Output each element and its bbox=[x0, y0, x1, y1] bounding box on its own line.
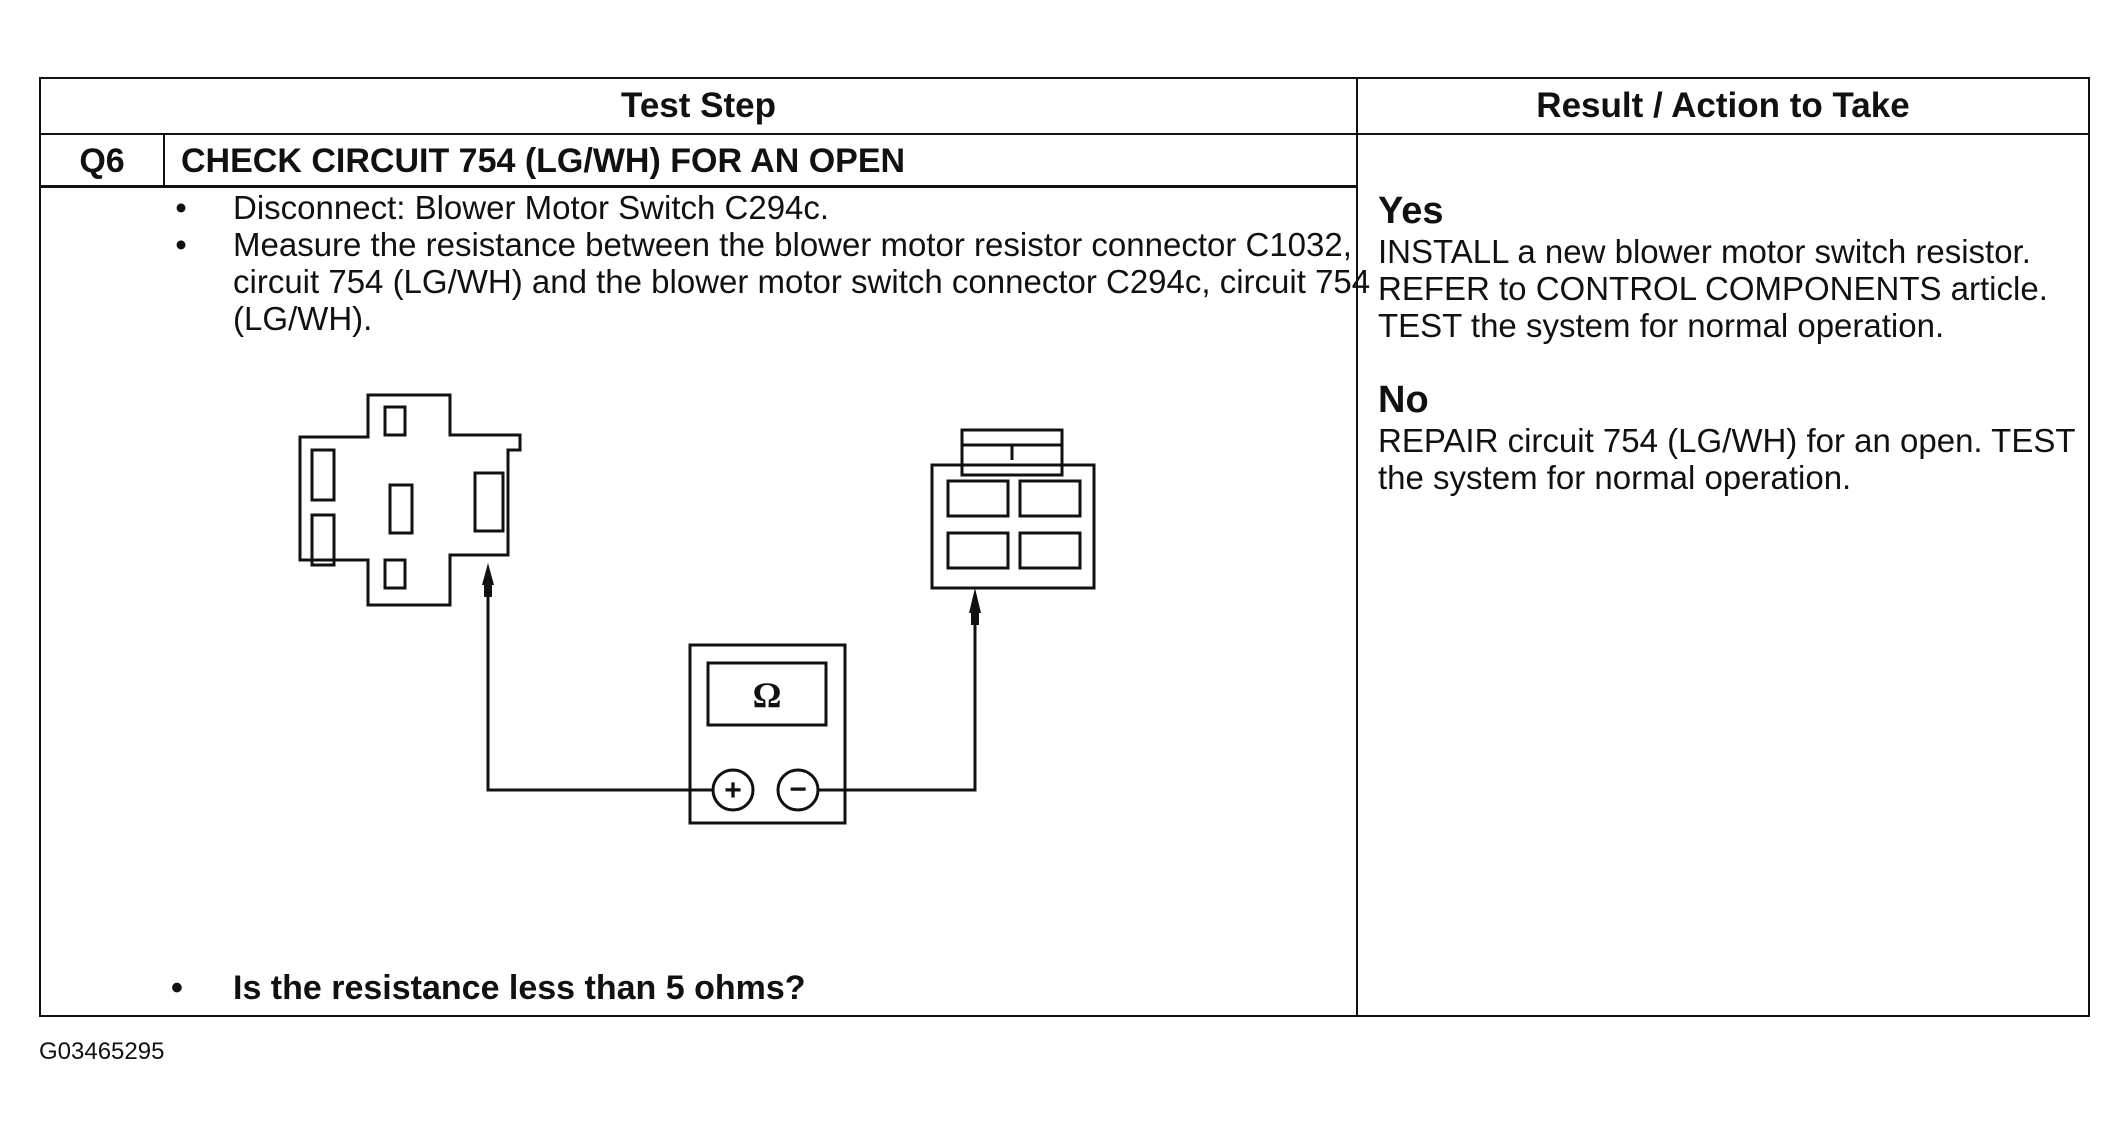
bullet-icon: • bbox=[175, 226, 187, 263]
positive-test-lead bbox=[486, 570, 713, 792]
instruction-text: Measure the resistance between the blowe… bbox=[233, 226, 1371, 337]
header-result-action: Result / Action to Take bbox=[1536, 86, 1910, 125]
result-column: Yes INSTALL a new blower motor switch re… bbox=[1378, 189, 2078, 530]
ohm-symbol: Ω bbox=[753, 675, 782, 715]
step-number-divider bbox=[163, 134, 165, 186]
question-text: Is the resistance less than 5 ohms? bbox=[233, 969, 806, 1007]
instruction-item: • Disconnect: Blower Motor Switch C294c. bbox=[171, 189, 1371, 226]
result-yes-action: INSTALL a new blower motor switch resist… bbox=[1378, 233, 2048, 344]
test-step-table: Test Step Result / Action to Take Q6 CHE… bbox=[39, 77, 2090, 1017]
step-title: CHECK CIRCUIT 754 (LG/WH) FOR AN OPEN bbox=[181, 141, 906, 180]
bullet-icon: • bbox=[175, 189, 187, 226]
step-number: Q6 bbox=[79, 141, 125, 180]
figure-id: G03465295 bbox=[39, 1038, 165, 1065]
resistor-connector-c1032 bbox=[298, 393, 522, 607]
result-no-label: No bbox=[1378, 379, 1429, 421]
negative-test-lead bbox=[818, 610, 977, 792]
plus-terminal-icon: + bbox=[724, 774, 742, 807]
step-instructions: • Disconnect: Blower Motor Switch C294c.… bbox=[171, 189, 1371, 337]
instruction-item: • Measure the resistance between the blo… bbox=[171, 226, 1371, 337]
instruction-text: Disconnect: Blower Motor Switch C294c. bbox=[233, 189, 830, 226]
ohmmeter bbox=[688, 643, 847, 825]
header-divider bbox=[41, 133, 2088, 135]
wiring-diagram: Ω + − bbox=[298, 393, 1096, 825]
negative-probe-icon bbox=[969, 588, 981, 613]
header-test-step: Test Step bbox=[621, 86, 776, 125]
switch-connector-c294c bbox=[930, 428, 1096, 590]
positive-probe-icon bbox=[482, 563, 494, 585]
column-divider bbox=[1356, 79, 1358, 1015]
result-no-action: REPAIR circuit 754 (LG/WH) for an open. … bbox=[1378, 422, 2075, 496]
step-title-divider bbox=[41, 185, 1357, 188]
result-yes-label: Yes bbox=[1378, 190, 1444, 232]
minus-terminal-icon: − bbox=[789, 773, 807, 806]
step-question: • Is the resistance less than 5 ohms? bbox=[171, 969, 806, 1008]
bullet-icon: • bbox=[171, 969, 183, 1007]
